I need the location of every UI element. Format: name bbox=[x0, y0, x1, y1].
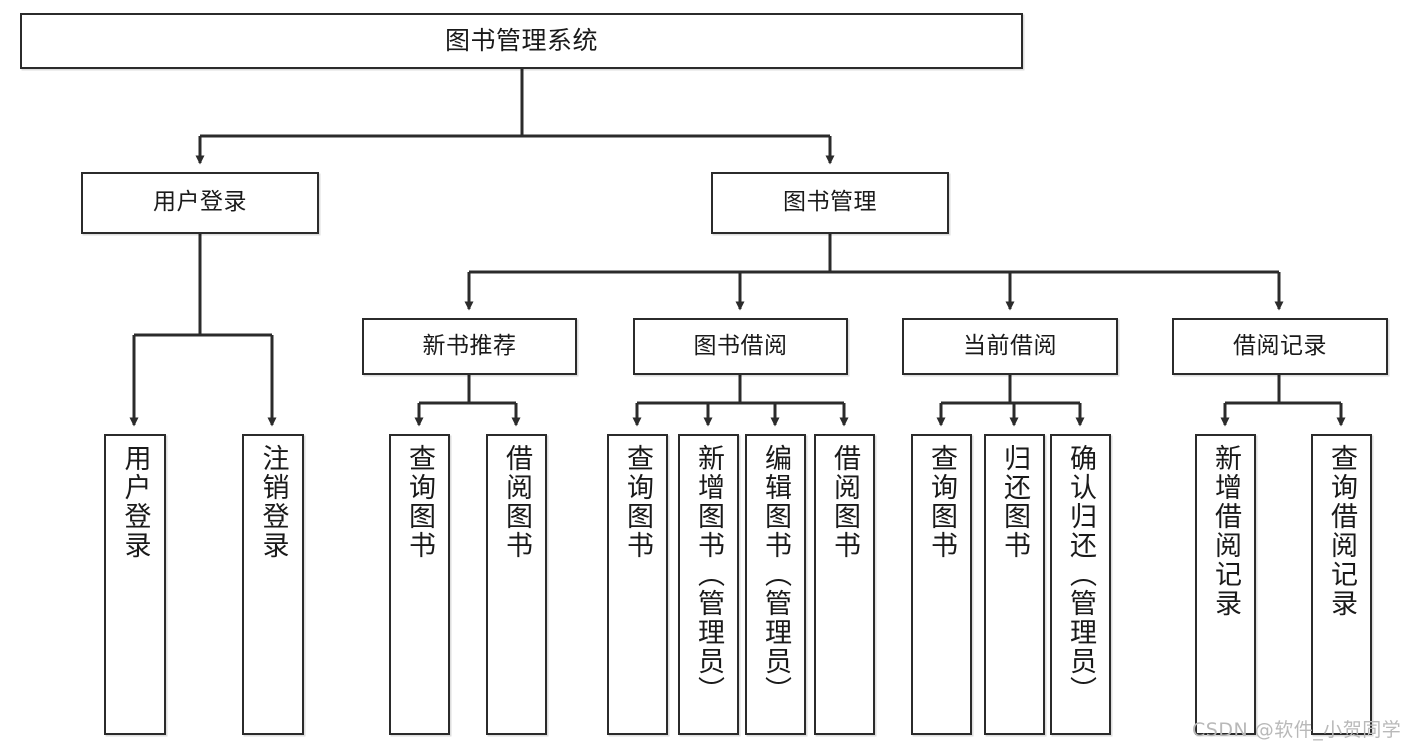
node-user-login[interactable]: 用户登录 bbox=[81, 172, 319, 234]
node-leaf-query-book-2[interactable]: 查询图书 bbox=[607, 434, 668, 735]
node-borrow-record[interactable]: 借阅记录 bbox=[1172, 318, 1388, 375]
node-leaf-add-book[interactable]: 新增图书（管理员） bbox=[678, 434, 739, 735]
node-leaf-borrow-book-1-label: 借阅图书 bbox=[501, 444, 532, 560]
node-leaf-add-record[interactable]: 新增借阅记录 bbox=[1195, 434, 1256, 735]
node-leaf-add-record-label: 新增借阅记录 bbox=[1210, 444, 1241, 618]
watermark-text: CSDN @软件_小贺同学 bbox=[1192, 719, 1402, 741]
node-leaf-user-login-label: 用户登录 bbox=[119, 444, 151, 560]
node-leaf-query-record[interactable]: 查询借阅记录 bbox=[1311, 434, 1372, 735]
node-leaf-return-book[interactable]: 归还图书 bbox=[984, 434, 1045, 735]
node-leaf-query-book-2-label: 查询图书 bbox=[622, 444, 653, 560]
node-book-borrow-label: 图书借阅 bbox=[693, 332, 788, 359]
node-new-book-rec-label: 新书推荐 bbox=[422, 332, 517, 359]
node-leaf-user-logout[interactable]: 注销登录 bbox=[242, 434, 304, 735]
node-leaf-edit-book[interactable]: 编辑图书（管理员） bbox=[745, 434, 806, 735]
node-leaf-query-book-3-label: 查询图书 bbox=[926, 444, 957, 560]
node-leaf-query-book-1[interactable]: 查询图书 bbox=[389, 434, 450, 735]
node-leaf-borrow-book-2[interactable]: 借阅图书 bbox=[814, 434, 875, 735]
node-new-book-rec[interactable]: 新书推荐 bbox=[362, 318, 577, 375]
node-leaf-user-logout-label: 注销登录 bbox=[257, 444, 289, 560]
node-leaf-borrow-book-2-label: 借阅图书 bbox=[829, 444, 860, 560]
node-root[interactable]: 图书管理系统 bbox=[20, 13, 1023, 69]
node-current-borrow[interactable]: 当前借阅 bbox=[902, 318, 1118, 375]
node-leaf-query-record-label: 查询借阅记录 bbox=[1326, 444, 1357, 618]
node-leaf-borrow-book-1[interactable]: 借阅图书 bbox=[486, 434, 547, 735]
node-book-manage-label: 图书管理 bbox=[783, 189, 877, 216]
node-book-borrow[interactable]: 图书借阅 bbox=[633, 318, 848, 375]
node-leaf-add-book-label: 新增图书（管理员） bbox=[693, 444, 724, 705]
node-leaf-edit-book-label: 编辑图书（管理员） bbox=[760, 444, 791, 705]
node-leaf-query-book-3[interactable]: 查询图书 bbox=[911, 434, 972, 735]
node-leaf-query-book-1-label: 查询图书 bbox=[404, 444, 435, 560]
node-leaf-return-book-label: 归还图书 bbox=[999, 444, 1030, 560]
node-leaf-confirm-return-label: 确认归还（管理员） bbox=[1065, 444, 1096, 705]
node-root-label: 图书管理系统 bbox=[444, 26, 598, 55]
node-current-borrow-label: 当前借阅 bbox=[963, 332, 1057, 359]
node-borrow-record-label: 借阅记录 bbox=[1233, 332, 1327, 359]
node-leaf-confirm-return[interactable]: 确认归还（管理员） bbox=[1050, 434, 1111, 735]
node-book-manage[interactable]: 图书管理 bbox=[711, 172, 949, 234]
node-user-login-label: 用户登录 bbox=[153, 189, 247, 216]
node-leaf-user-login[interactable]: 用户登录 bbox=[104, 434, 166, 735]
